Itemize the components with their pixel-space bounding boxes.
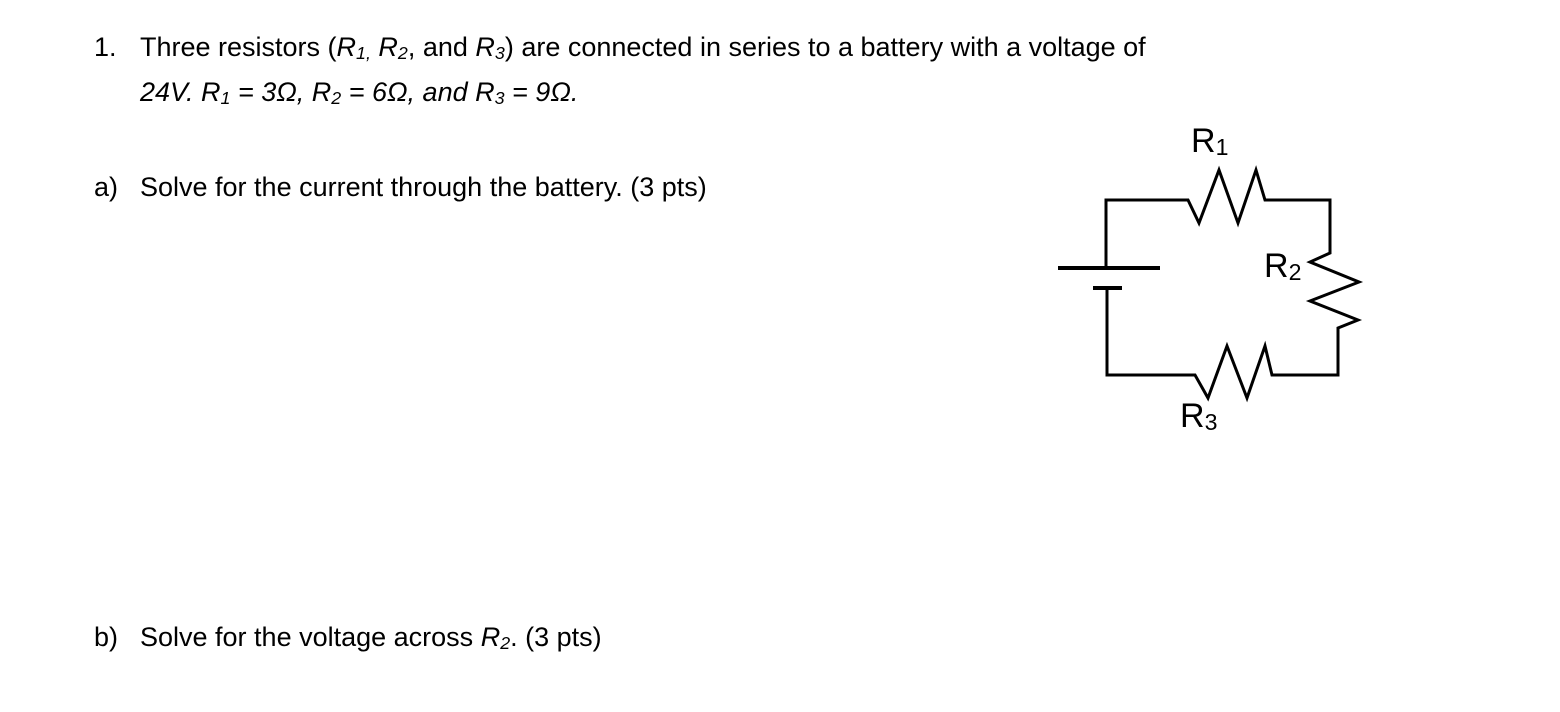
part-b-text: Solve for the voltage across R2. (3 pts) — [140, 615, 602, 660]
r2-subscript: 2 — [397, 43, 408, 64]
part-b-segment: Solve for the voltage across — [140, 622, 481, 652]
r2-base: R — [480, 622, 501, 652]
r2-subscript: 2 — [1288, 258, 1302, 285]
r2-base: R — [1264, 247, 1289, 285]
r2-symbol: R2 — [481, 622, 510, 652]
r3-base: R — [475, 32, 495, 62]
problem-statement-line2: 24V. R1 = 3Ω, R2 = 6Ω, and R3 = 9Ω. — [0, 70, 1560, 205]
r1-subscript: 1 — [1215, 133, 1229, 160]
resistor-values-text: 24V. R1 = 3Ω, R2 = 6Ω, and R3 = 9Ω. — [140, 70, 578, 115]
values-segment: = 9Ω. — [504, 77, 579, 107]
part-b-row: b) Solve for the voltage across R2. (3 p… — [0, 615, 1560, 712]
problem-statement-text: Three resistors (R1, R2, and R3) are con… — [140, 25, 1146, 70]
circuit-wire-path — [1104, 165, 1364, 403]
values-segment: 24V. R — [140, 77, 221, 107]
r1-base: R — [336, 32, 357, 62]
part-b-segment: . (3 pts) — [510, 622, 602, 652]
r1-symbol: R1, — [337, 32, 371, 62]
part-b-label: b) — [94, 622, 119, 652]
part-a-label: a) — [94, 172, 119, 202]
r3-base: R — [1180, 397, 1205, 435]
circuit-label-r2: R2 — [1264, 249, 1301, 283]
r3-subscript: 3 — [1204, 408, 1218, 435]
r3-subscript: 3 — [494, 88, 505, 109]
circuit-label-r3: R3 — [1180, 399, 1217, 433]
r2-subscript: 2 — [500, 633, 511, 654]
r1-base: R — [1191, 122, 1216, 160]
r2-base: R — [378, 32, 398, 62]
circuit-label-r1: R1 — [1191, 124, 1228, 158]
r2-subscript: 2 — [331, 88, 342, 109]
part-a-row: a) Solve for the current through the bat… — [0, 165, 1560, 345]
values-segment: = 3Ω, R — [230, 77, 332, 107]
problem-number: 1. — [94, 32, 117, 62]
values-segment: = 6Ω, and R — [341, 77, 495, 107]
circuit-diagram — [1058, 165, 1364, 403]
r1-subscript: 1 — [220, 88, 231, 109]
part-a-text: Solve for the current through the batter… — [140, 172, 707, 202]
r3-subscript: 3 — [494, 43, 505, 64]
statement-segment: ) are connected in series to a battery w… — [504, 32, 1146, 62]
statement-segment: , and — [407, 32, 476, 62]
r2-symbol: R2 — [378, 32, 407, 62]
problem-statement-line1: 1. Three resistors (R1, R2, and R3) are … — [0, 25, 1560, 205]
r3-symbol: R3 — [475, 32, 504, 62]
statement-segment: Three resistors ( — [140, 32, 337, 62]
r1-subscript: 1, — [356, 43, 371, 64]
